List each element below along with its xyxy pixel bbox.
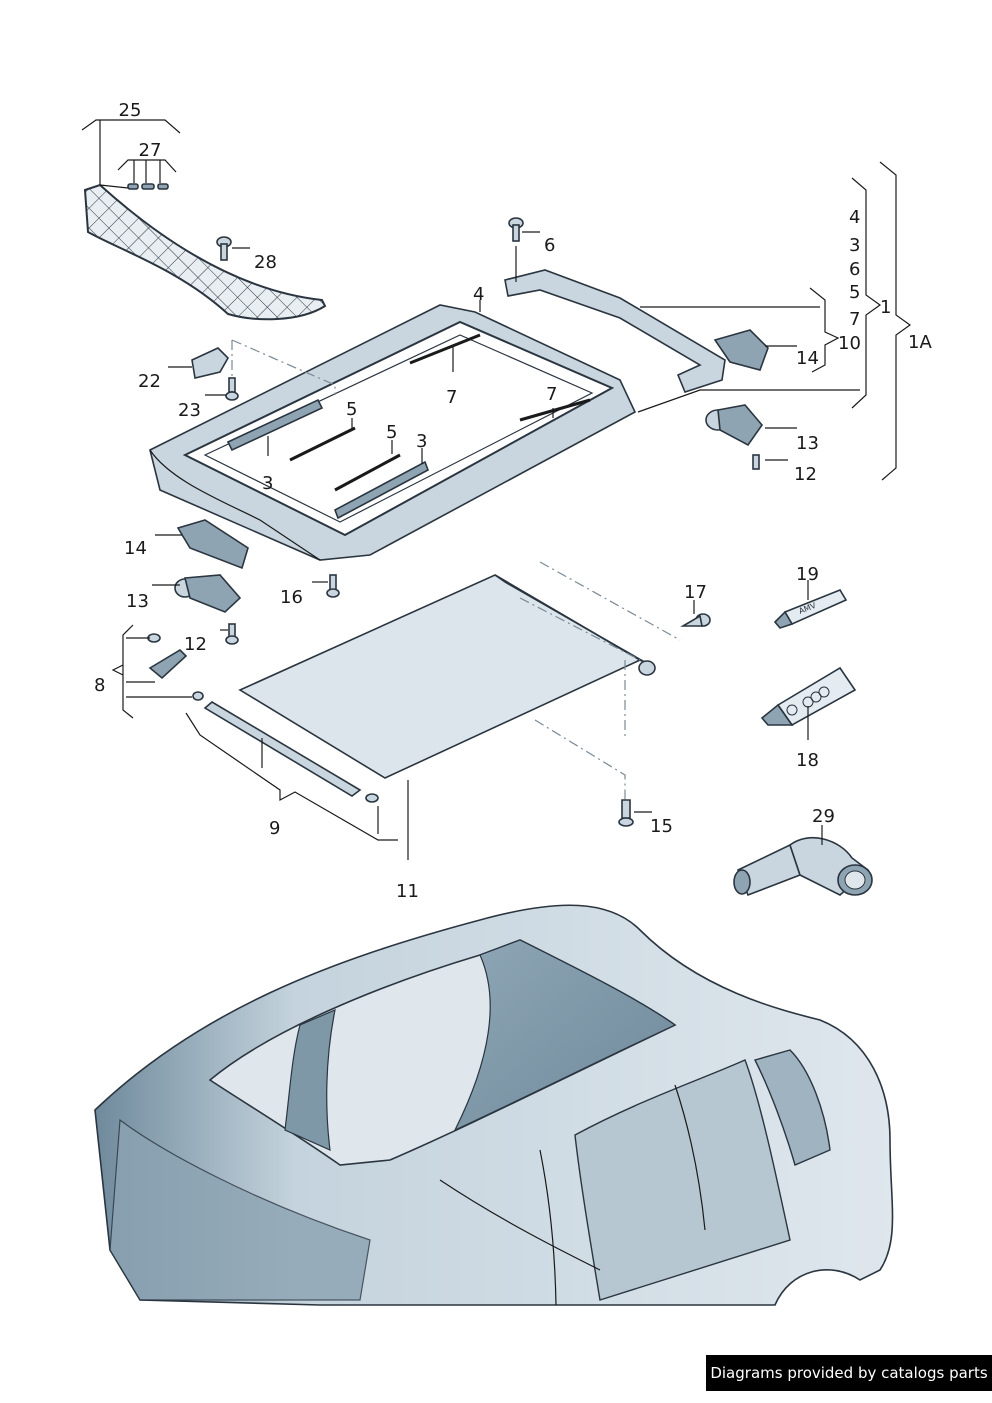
bracket-14-left[interactable] (176, 519, 249, 570)
screw-12-left[interactable] (225, 623, 239, 645)
screw-28[interactable] (216, 236, 232, 261)
callout-22: 22 (138, 371, 161, 392)
callout-3b: 3 (262, 473, 273, 494)
callout-19: 19 (796, 564, 819, 585)
attribution-footer: Diagrams provided by catalogs parts (706, 1355, 992, 1391)
rear-rail-6[interactable] (504, 269, 726, 393)
callout-11: 11 (396, 881, 419, 902)
callout-28: 28 (254, 252, 277, 273)
tube-18[interactable] (760, 666, 857, 727)
callout-list-4: 4 (849, 207, 860, 228)
callout-12-right: 12 (794, 464, 817, 485)
screw-17[interactable] (680, 613, 711, 627)
screw-15[interactable] (618, 799, 634, 827)
callout-12-left: 12 (184, 634, 207, 655)
callout-17: 17 (684, 582, 707, 603)
sunblind-11[interactable] (238, 574, 656, 779)
callout-5b: 5 (386, 422, 397, 443)
motor-13-right[interactable] (705, 404, 764, 447)
callout-29: 29 (812, 806, 835, 827)
callout-1: 1 (880, 297, 891, 318)
callout-list-10: 10 (838, 333, 861, 354)
callout-list-5: 5 (849, 282, 860, 303)
leader-lines (81, 119, 912, 860)
callout-7b: 7 (546, 384, 557, 405)
screw-23[interactable] (225, 377, 239, 401)
screw-6[interactable] (508, 217, 524, 242)
callout-list-6: 6 (849, 259, 860, 280)
callout-27: 27 (139, 140, 162, 161)
sunroof-frame[interactable] (149, 304, 637, 561)
assembly-lines (231, 339, 681, 800)
callout-list-7: 7 (849, 309, 860, 330)
guide-bar-9[interactable] (192, 691, 379, 803)
callout-5a: 5 (346, 399, 357, 420)
callout-15: 15 (650, 816, 673, 837)
callout-18: 18 (796, 750, 819, 771)
callout-16: 16 (280, 587, 303, 608)
callout-14-right: 14 (796, 348, 819, 369)
callout-25: 25 (119, 100, 142, 121)
screw-12-right[interactable] (752, 454, 760, 470)
wind-deflector-net[interactable] (83, 183, 327, 321)
callout-9: 9 (269, 818, 280, 839)
bracket-14-right[interactable] (713, 329, 769, 371)
motor-13-left[interactable] (174, 574, 242, 613)
callout-list-3: 3 (849, 235, 860, 256)
callout-4-top: 4 (473, 284, 484, 305)
tube-19[interactable]: AMV (773, 589, 848, 629)
clip-8[interactable] (147, 633, 188, 680)
callout-23: 23 (178, 400, 201, 421)
callout-8: 8 (94, 675, 105, 696)
callout-3a: 3 (416, 431, 427, 452)
callout-1A: 1A (908, 332, 932, 353)
clip-parts-27[interactable] (127, 183, 169, 190)
screw-16[interactable] (326, 574, 340, 598)
callout-7a: 7 (446, 387, 457, 408)
callout-13-left: 13 (126, 591, 149, 612)
bracket-22[interactable] (191, 347, 229, 379)
callout-14-left: 14 (124, 538, 147, 559)
car-body-illustration (94, 904, 894, 1306)
callout-labels: 25 27 28 6 4 22 23 7 7 5 5 3 3 14 13 12 … (94, 100, 932, 902)
elbow-29[interactable] (733, 836, 873, 897)
guide-rails[interactable] (226, 333, 591, 520)
callout-6: 6 (544, 235, 555, 256)
callout-13-right: 13 (796, 433, 819, 454)
